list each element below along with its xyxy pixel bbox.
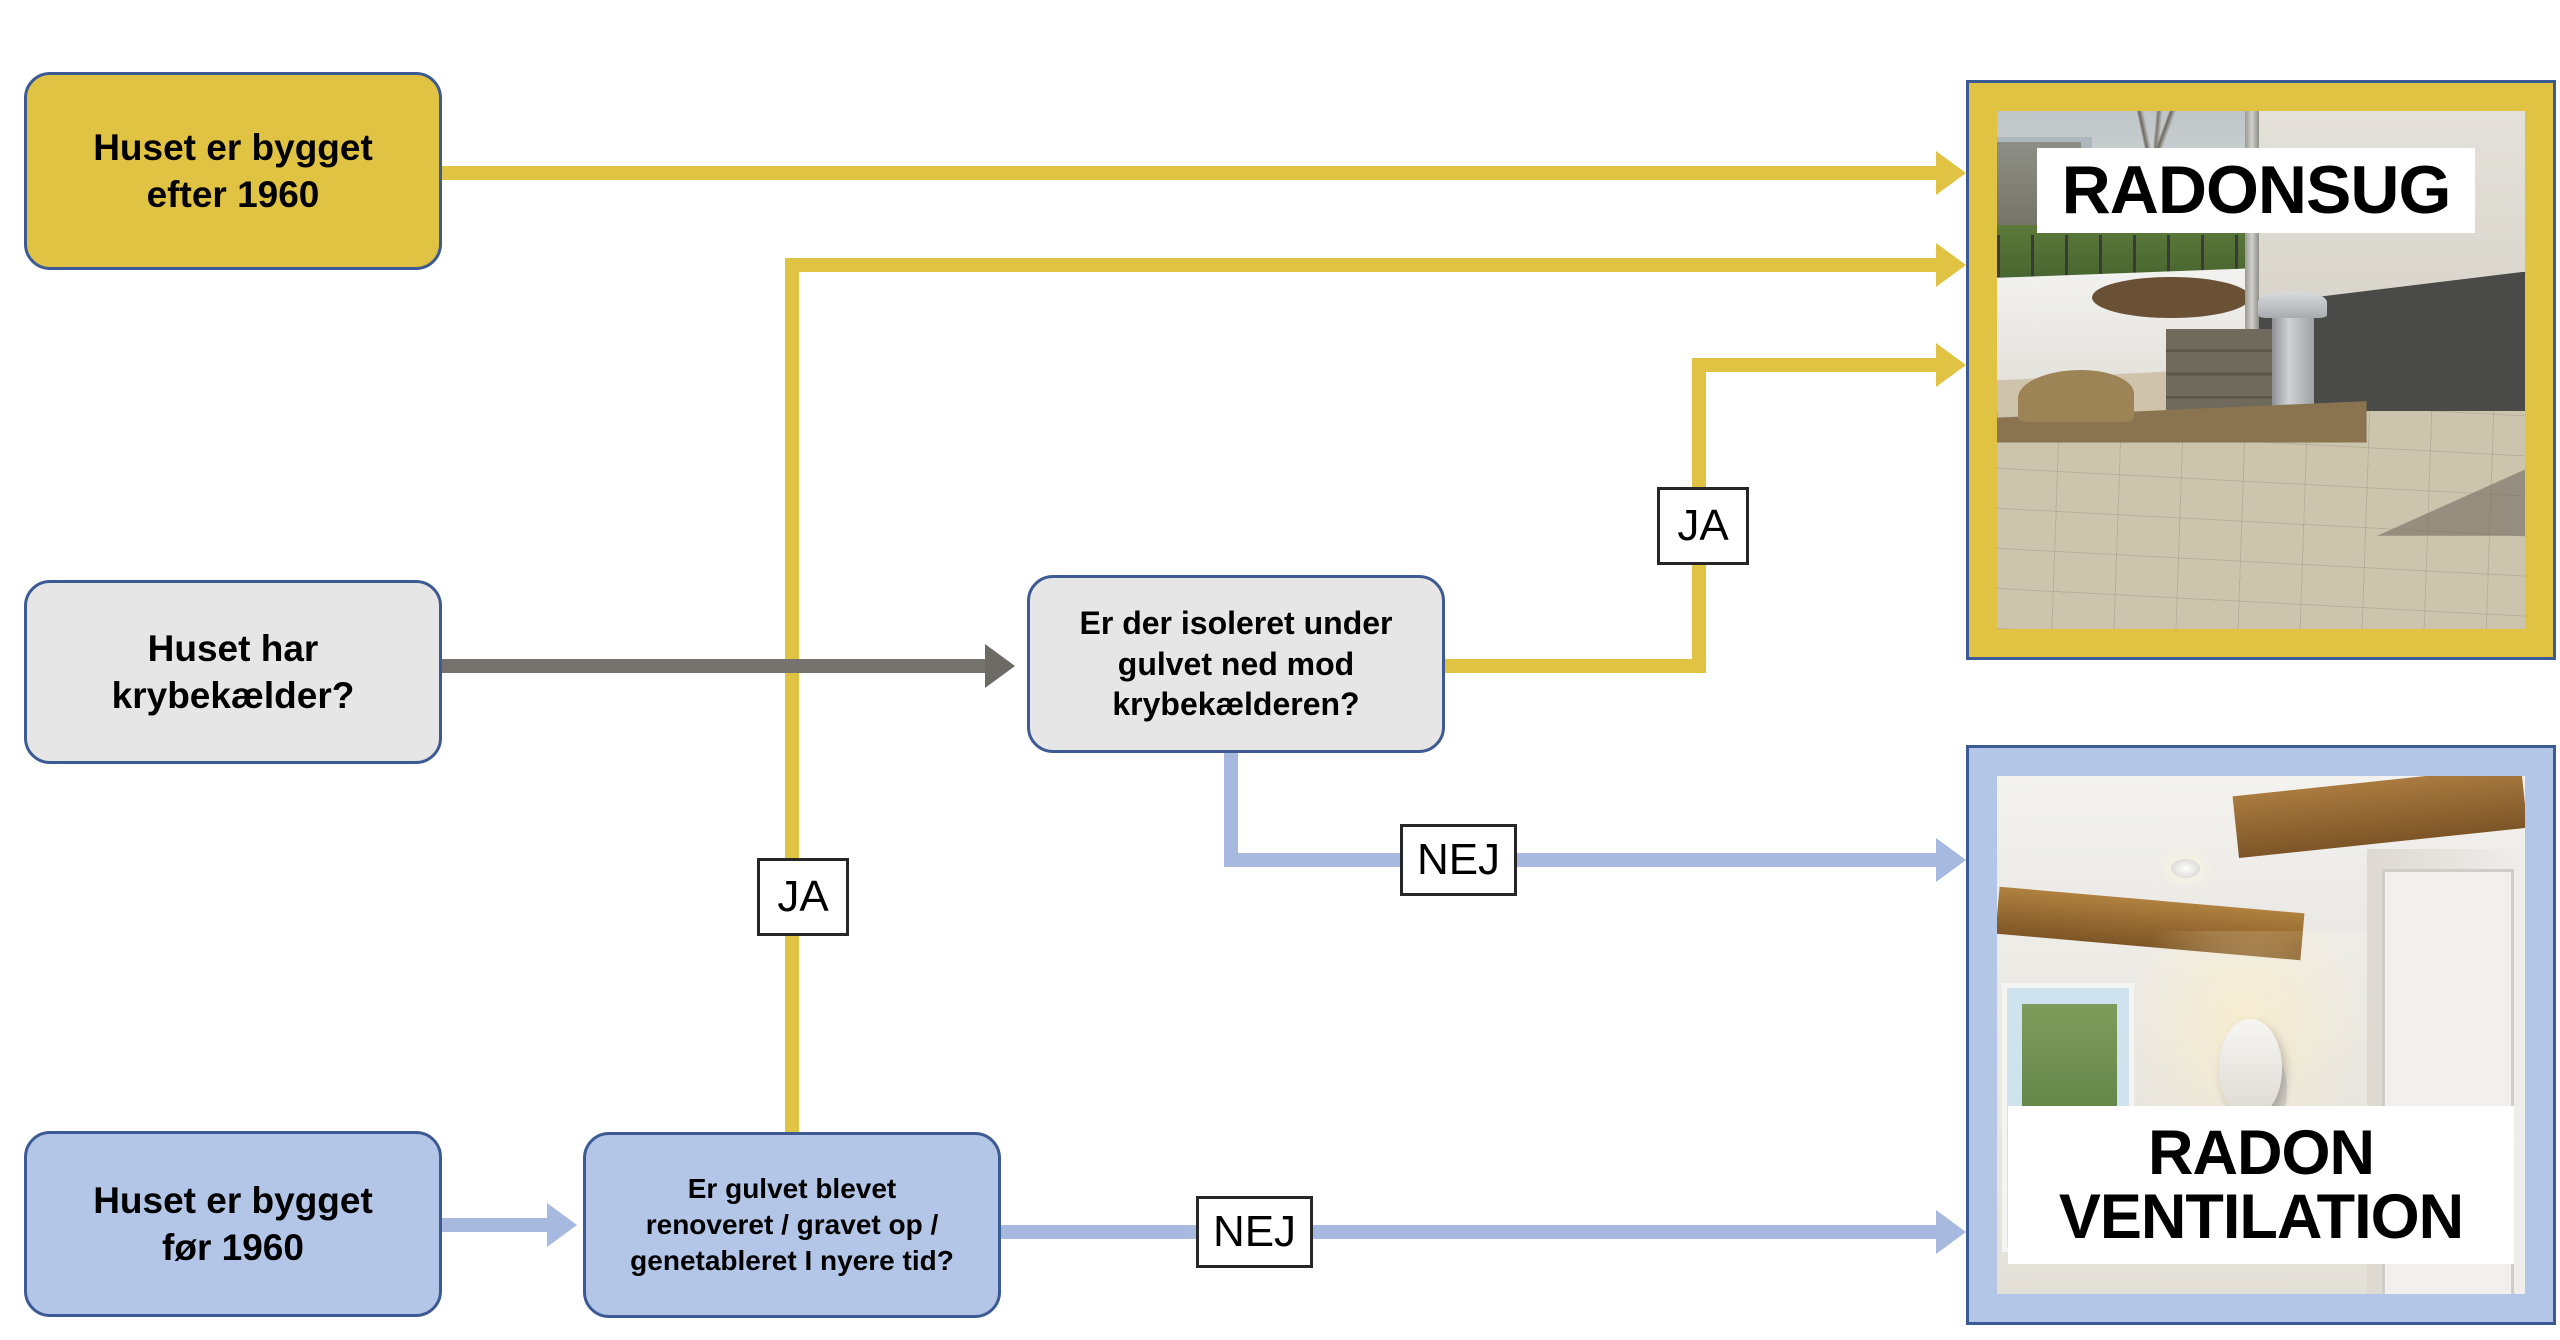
caption-radon-ventilation: RADON VENTILATION <box>2008 1106 2514 1264</box>
edge-label-ja-insulated: JA <box>1657 487 1749 565</box>
node-insulated-under-floor[interactable]: Er der isoleret under gulvet ned mod kry… <box>1027 575 1445 753</box>
node-built-after-1960[interactable]: Huset er bygget efter 1960 <box>24 72 442 270</box>
edge-insulated-nej-vertical <box>1224 753 1238 858</box>
edge-crawlspace-to-insulated <box>442 659 987 673</box>
edge-built-after-to-radonsug <box>442 166 1952 180</box>
node-has-crawlspace[interactable]: Huset har krybekælder? <box>24 580 442 764</box>
edge-built-before-to-floor-reno <box>442 1218 552 1232</box>
radon-ventilation-unit <box>2218 1019 2283 1118</box>
edge-label-nej-floor-renovated: NEJ <box>1196 1196 1313 1268</box>
arrowhead-insulated-ja-to-radonsug <box>1936 343 1966 387</box>
edge-label-nej-insulated: NEJ <box>1400 824 1517 896</box>
soil-patch <box>2092 276 2251 319</box>
edge-insulated-nej-horizontal <box>1224 853 1952 867</box>
edge-floor-reno-ja-horizontal <box>785 258 1952 272</box>
arrowhead-built-after-to-radonsug <box>1936 151 1966 195</box>
edge-insulated-ja-horizontal-left <box>1445 659 1706 673</box>
arrowhead-floor-reno-nej-to-ventilation <box>1936 1210 1966 1254</box>
edge-floor-reno-nej-horizontal <box>1001 1225 1952 1239</box>
edge-insulated-ja-horizontal-right <box>1692 358 1952 372</box>
edge-label-ja-floor-renovated: JA <box>757 858 849 936</box>
sand-pile <box>2018 370 2135 422</box>
arrowhead-built-before-to-floor-reno <box>547 1203 577 1247</box>
arrowhead-floor-reno-ja-to-radonsug <box>1936 243 1966 287</box>
node-floor-renovated[interactable]: Er gulvet blevet renoveret / gravet op /… <box>583 1132 1001 1318</box>
caption-radonsug: RADONSUG <box>2037 148 2475 233</box>
pipe-cap <box>2258 292 2327 319</box>
arrowhead-insulated-nej-to-ventilation <box>1936 838 1966 882</box>
edge-floor-reno-ja-vertical <box>785 258 799 1138</box>
arrowhead-crawlspace-to-insulated <box>985 644 1015 688</box>
ceiling-spotlight <box>2171 858 2201 878</box>
node-built-before-1960[interactable]: Huset er bygget før 1960 <box>24 1131 442 1317</box>
